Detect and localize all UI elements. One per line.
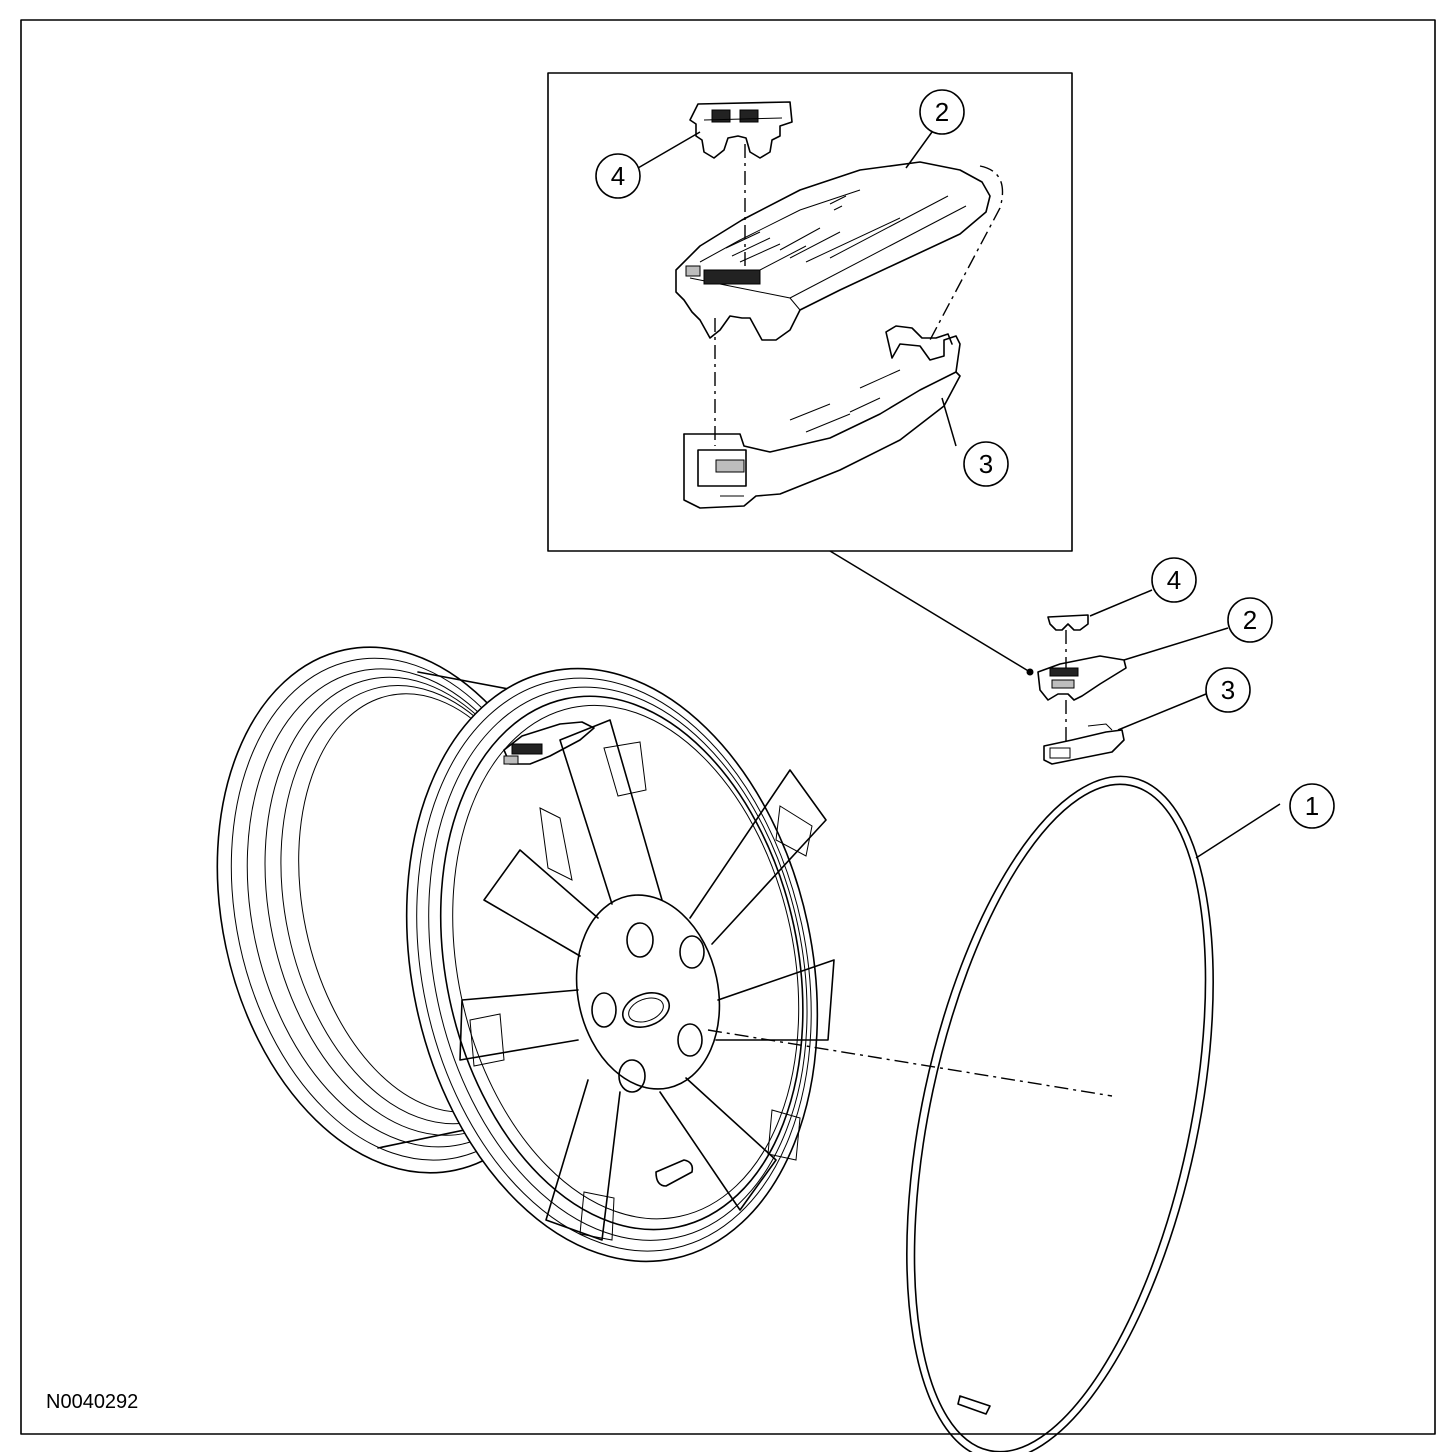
svg-text:3: 3 bbox=[979, 449, 993, 479]
svg-text:4: 4 bbox=[1167, 565, 1181, 595]
small-strap bbox=[1043, 729, 1125, 765]
wheel-front-rim bbox=[405, 667, 819, 1263]
inset-link-dot bbox=[1026, 668, 1034, 676]
ring-clasp bbox=[957, 1395, 991, 1415]
inset-dash-strap-loop bbox=[929, 165, 1004, 341]
leader-ring-1 bbox=[1195, 803, 1281, 859]
svg-text:1: 1 bbox=[1305, 791, 1319, 821]
detail-inset bbox=[547, 72, 1073, 552]
figure-id: N0040292 bbox=[46, 1391, 138, 1413]
leader-small-2 bbox=[1123, 627, 1229, 661]
inset-sensor bbox=[675, 161, 991, 341]
wheel-hub bbox=[575, 894, 721, 1093]
svg-text:2: 2 bbox=[935, 97, 949, 127]
callout-ring-1: 1 bbox=[1289, 783, 1335, 829]
leader-inset-2 bbox=[905, 131, 933, 169]
callout-small-2: 2 bbox=[1227, 597, 1273, 643]
leader-inset-3 bbox=[941, 397, 957, 447]
ring-part-1 bbox=[906, 775, 1214, 1452]
inset-link-line bbox=[829, 550, 1031, 673]
inset-clip bbox=[689, 101, 793, 159]
leader-small-4 bbox=[1089, 589, 1153, 617]
svg-text:2: 2 bbox=[1243, 605, 1257, 635]
small-sensor bbox=[1037, 655, 1127, 701]
callout-small-3: 3 bbox=[1205, 667, 1251, 713]
wheel bbox=[216, 646, 1113, 1263]
wheel-spokes bbox=[459, 719, 835, 1241]
callout-inset-3: 3 bbox=[963, 441, 1009, 487]
valve-stem bbox=[655, 1159, 694, 1187]
inset-strap bbox=[683, 325, 961, 509]
callout-inset-2: 2 bbox=[919, 89, 965, 135]
wheel-mounted-sensor bbox=[503, 721, 595, 765]
leader-small-3 bbox=[1117, 693, 1207, 731]
outer-frame bbox=[20, 19, 1436, 1435]
callout-small-4: 4 bbox=[1151, 557, 1197, 603]
callout-inset-4: 4 bbox=[595, 153, 641, 199]
svg-text:3: 3 bbox=[1221, 675, 1235, 705]
leader-inset-4 bbox=[637, 131, 701, 169]
small-parts bbox=[1037, 589, 1229, 765]
small-clip bbox=[1047, 614, 1089, 631]
svg-text:4: 4 bbox=[611, 161, 625, 191]
detail-inset-frame bbox=[547, 72, 1073, 552]
